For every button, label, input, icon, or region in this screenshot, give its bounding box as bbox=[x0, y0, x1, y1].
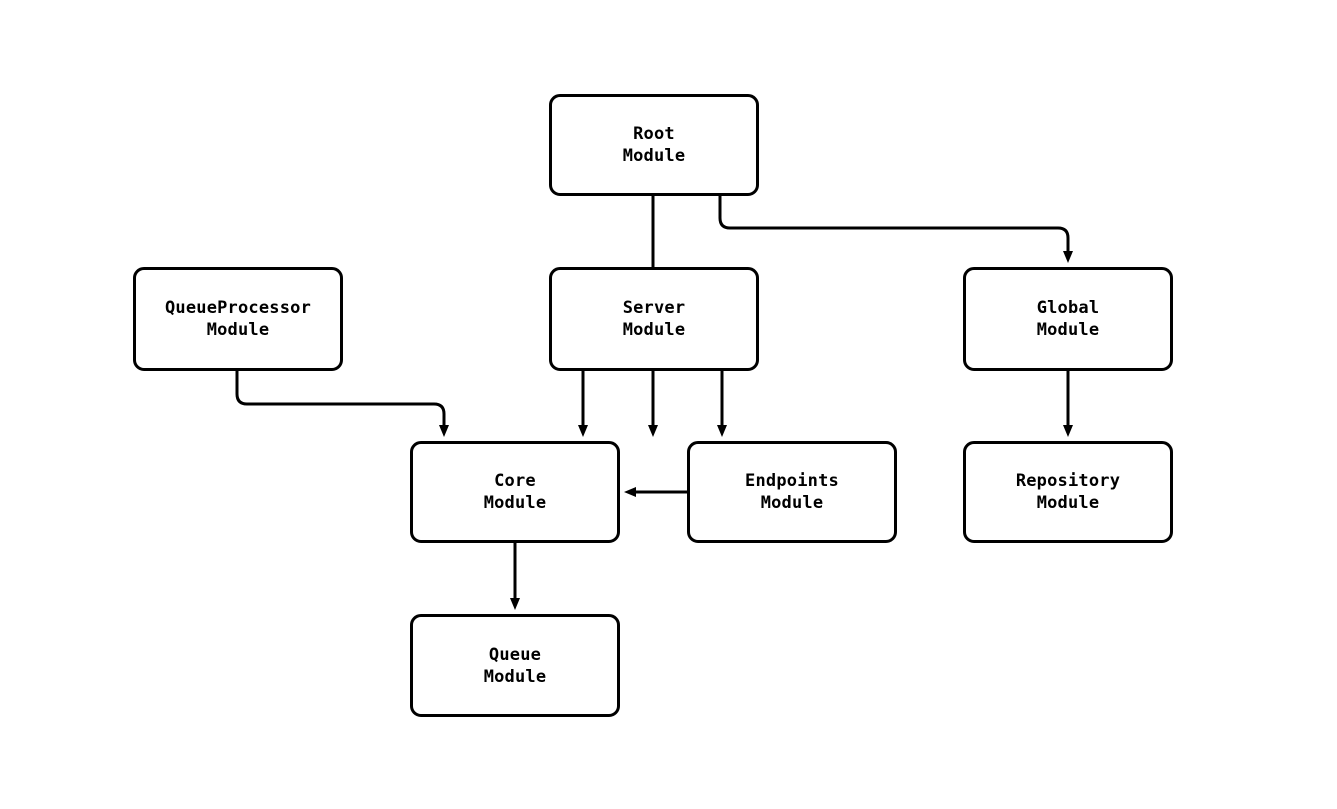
node-root-module-line2: Module bbox=[622, 146, 686, 166]
node-queue-module-line1: Queue bbox=[488, 644, 542, 665]
node-server-module[interactable]: Server Module bbox=[549, 267, 759, 371]
node-queueprocessor-module-line2: Module bbox=[206, 320, 270, 340]
node-endpoints-module[interactable]: Endpoints Module bbox=[687, 441, 897, 543]
node-endpoints-module-line1: Endpoints bbox=[745, 471, 839, 491]
node-queue-module[interactable]: Queue Module bbox=[410, 614, 620, 717]
node-repository-module[interactable]: Repository Module bbox=[963, 441, 1173, 543]
node-root-module[interactable]: Root Module bbox=[549, 94, 759, 196]
node-repository-module-line2: Module bbox=[1036, 493, 1100, 513]
node-core-module-line1: Core bbox=[494, 471, 536, 491]
node-queueprocessor-module-line1: QueueProcessor bbox=[164, 298, 312, 318]
node-server-module-line1: Server bbox=[622, 298, 686, 318]
node-server-module-line2: Module bbox=[622, 320, 686, 340]
node-queueprocessor-module[interactable]: QueueProcessor Module bbox=[133, 267, 343, 371]
node-global-module-line2: Module bbox=[1036, 320, 1100, 340]
node-root-module-line1: Root bbox=[633, 124, 675, 144]
edge-root-to-global bbox=[718, 196, 1073, 263]
edge-queueprocessor-to-core bbox=[235, 371, 449, 437]
node-global-module[interactable]: Global Module bbox=[963, 267, 1173, 371]
node-repository-module-line1: Repository bbox=[1015, 471, 1121, 491]
node-global-module-line1: Global bbox=[1036, 298, 1100, 318]
node-endpoints-module-line2: Module bbox=[760, 493, 824, 513]
node-core-module[interactable]: Core Module bbox=[410, 441, 620, 543]
node-core-module-line2: Module bbox=[483, 493, 547, 513]
node-queue-module-line2: Module bbox=[483, 666, 547, 687]
